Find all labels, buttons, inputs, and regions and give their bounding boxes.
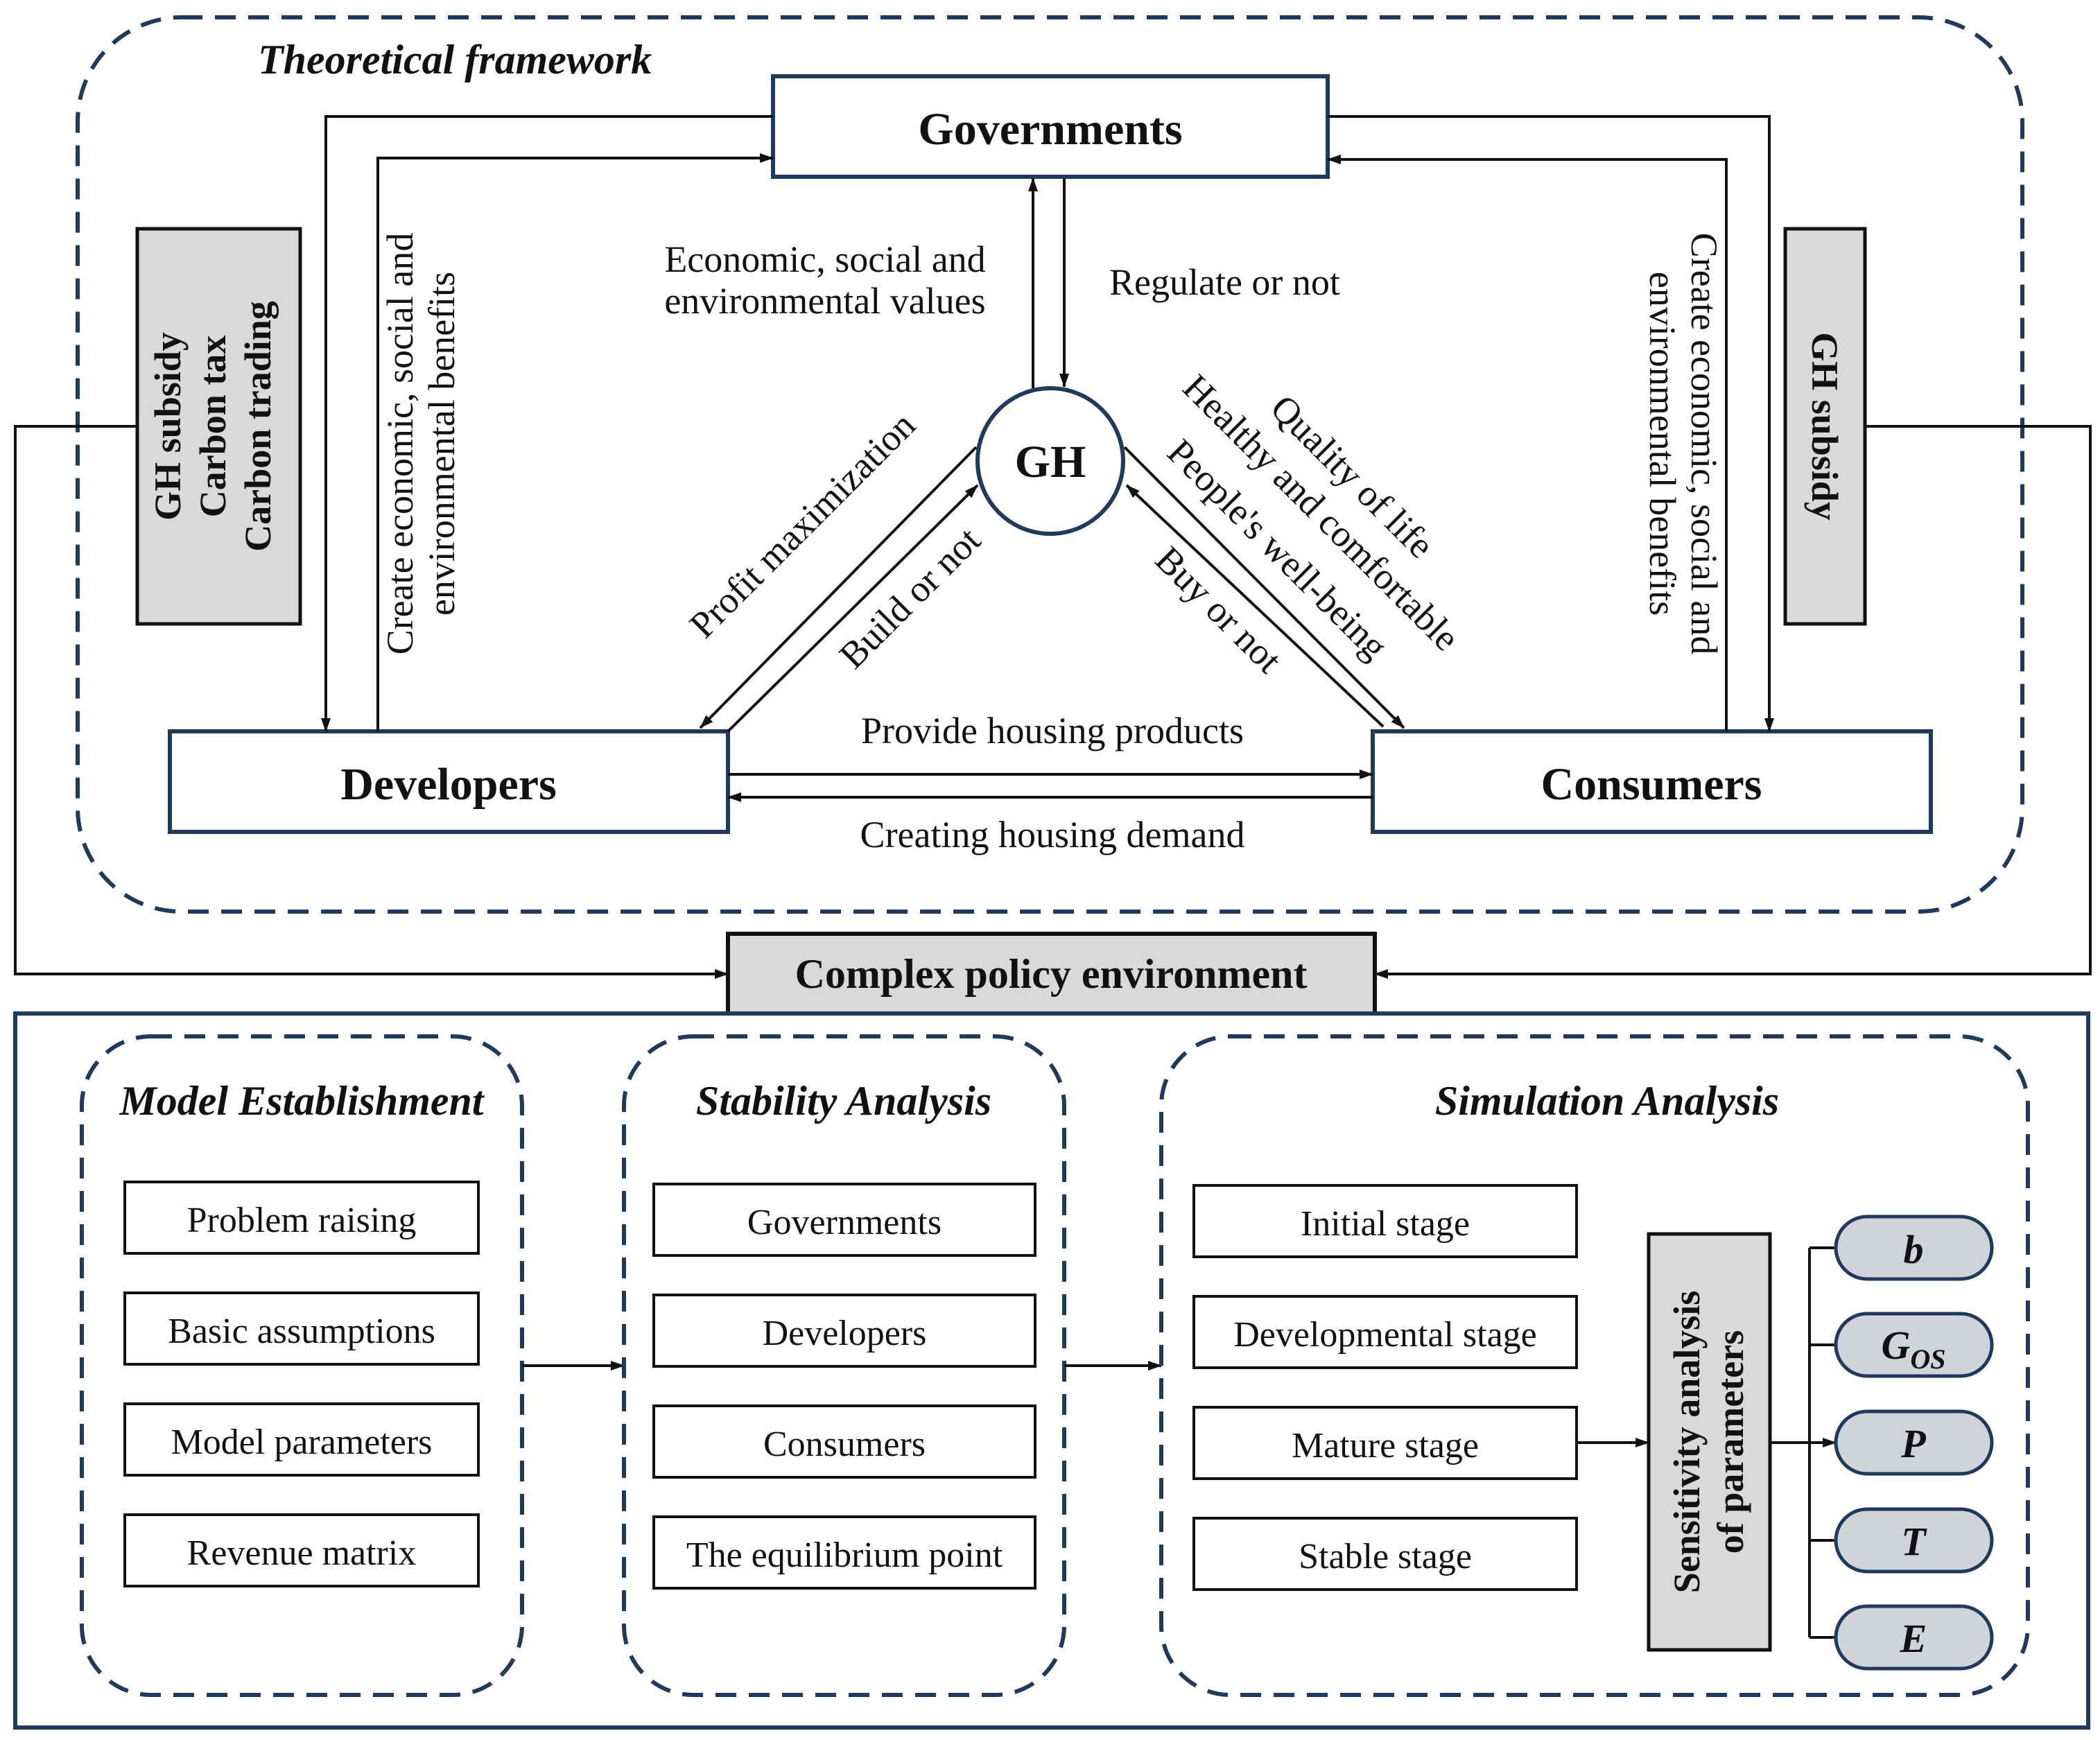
param-gos-main: G	[1881, 1323, 1910, 1368]
simulation-analysis-title: Simulation Analysis	[1435, 1078, 1779, 1124]
consumers-label: Consumers	[1541, 759, 1762, 810]
governments-label: Governments	[918, 104, 1182, 155]
simulation-step-label: Mature stage	[1292, 1426, 1479, 1465]
developers-to-gov-arrow	[376, 153, 774, 731]
developers-label: Developers	[340, 759, 557, 810]
sensitivity-line-1: Sensitivity analysis	[1666, 1291, 1708, 1594]
model-step-list: Problem raising Basic assumptions Model …	[123, 1181, 480, 1587]
param-pill-e	[1834, 1604, 1994, 1671]
model-step-label: Revenue matrix	[187, 1533, 417, 1573]
governments-box	[771, 74, 1330, 179]
param-t: T	[1901, 1519, 1927, 1564]
param-pill-t	[1834, 1507, 1994, 1574]
left-policy-line	[14, 425, 729, 979]
stability-step-box	[652, 1404, 1036, 1479]
model-step-box	[123, 1513, 480, 1587]
theoretical-framework-title: Theoretical framework	[258, 37, 652, 82]
right-policy-line	[1374, 425, 2092, 979]
simulation-step-list: Initial stage Developmental stage Mature…	[1192, 1184, 1578, 1591]
method-panel	[13, 1011, 2090, 1730]
param-pill-p	[1834, 1409, 1994, 1476]
provide-label: Provide housing products	[861, 710, 1244, 751]
param-gos: GOS	[1881, 1323, 1945, 1375]
gh-label: GH	[1015, 437, 1086, 487]
sensitivity-line-2: of parameters	[1710, 1330, 1751, 1554]
simulation-step-box	[1192, 1295, 1578, 1369]
consumers-to-gh-arrow	[1125, 484, 1385, 728]
model-step-box	[123, 1291, 480, 1366]
param-e: E	[1900, 1616, 1927, 1661]
demand-label: Creating housing demand	[860, 814, 1245, 855]
param-p: P	[1900, 1421, 1926, 1466]
simulation-step-label: Developmental stage	[1233, 1315, 1537, 1355]
stability-step-label: Governments	[747, 1203, 941, 1242]
stability-step-box	[652, 1183, 1036, 1257]
param-pill-gos	[1834, 1312, 1994, 1378]
consumers-box	[1371, 729, 1933, 834]
left-policy-carbon-trading: Carbon trading	[237, 301, 279, 552]
right-benefits-line-2: environmental benefits	[1642, 272, 1683, 616]
policy-environment-label: Complex policy environment	[795, 951, 1308, 997]
right-policy-gh-subsidy: GH subsidy	[1804, 332, 1846, 521]
model-step-box	[123, 1181, 480, 1255]
consumers-to-gov-arrow	[1327, 155, 1728, 731]
param-b: b	[1904, 1227, 1924, 1272]
policy-environment-box	[726, 932, 1377, 1016]
gh-to-consumers-arrow	[1123, 446, 1405, 729]
stability-step-label: The equilibrium point	[686, 1535, 1003, 1575]
model-step-label: Basic assumptions	[168, 1312, 435, 1351]
right-benefits-line-1: Create economic, social and	[1683, 233, 1725, 655]
build-label: Build or not	[831, 519, 989, 677]
model-step-box	[123, 1402, 480, 1477]
gh-to-developers-arrow	[699, 446, 978, 729]
developers-to-gh-arrow	[727, 484, 979, 733]
stability-analysis-title: Stability Analysis	[696, 1078, 991, 1124]
gh-circle	[975, 386, 1125, 536]
gov-values-line-1: Economic, social and	[664, 238, 985, 280]
stability-step-list: Governments Developers Consumers The equ…	[652, 1183, 1036, 1590]
gov-values-line-2: environmental values	[664, 280, 985, 322]
gov-to-developers-arrow	[321, 115, 773, 732]
regulate-label: Regulate or not	[1109, 261, 1340, 303]
model-step-label: Problem raising	[187, 1201, 417, 1240]
theoretical-framework-container	[76, 15, 2024, 914]
left-benefits-line-1: Create economic, social and	[379, 233, 421, 655]
developers-box	[168, 729, 730, 834]
param-gos-sub: OS	[1910, 1343, 1945, 1375]
stability-step-label: Developers	[763, 1314, 927, 1353]
stability-step-box	[652, 1294, 1036, 1368]
model-establishment-title: Model Establishment	[119, 1078, 485, 1124]
sensitivity-box	[1647, 1232, 1772, 1652]
simulation-step-box	[1192, 1517, 1578, 1591]
simulation-step-label: Stable stage	[1299, 1537, 1472, 1576]
left-benefits-line-2: environmental benefits	[421, 272, 462, 616]
simulation-step-box	[1192, 1406, 1578, 1480]
model-step-label: Model parameters	[171, 1423, 433, 1462]
left-policy-gh-subsidy: GH subsidy	[147, 332, 189, 521]
gov-to-consumers-arrow	[1328, 115, 1774, 732]
stability-step-label: Consumers	[763, 1425, 926, 1464]
simulation-step-label: Initial stage	[1301, 1204, 1470, 1244]
param-pill-b	[1834, 1215, 1994, 1281]
stability-step-box	[652, 1515, 1036, 1590]
simulation-step-box	[1192, 1184, 1578, 1258]
left-policy-carbon-tax: Carbon tax	[192, 336, 234, 518]
